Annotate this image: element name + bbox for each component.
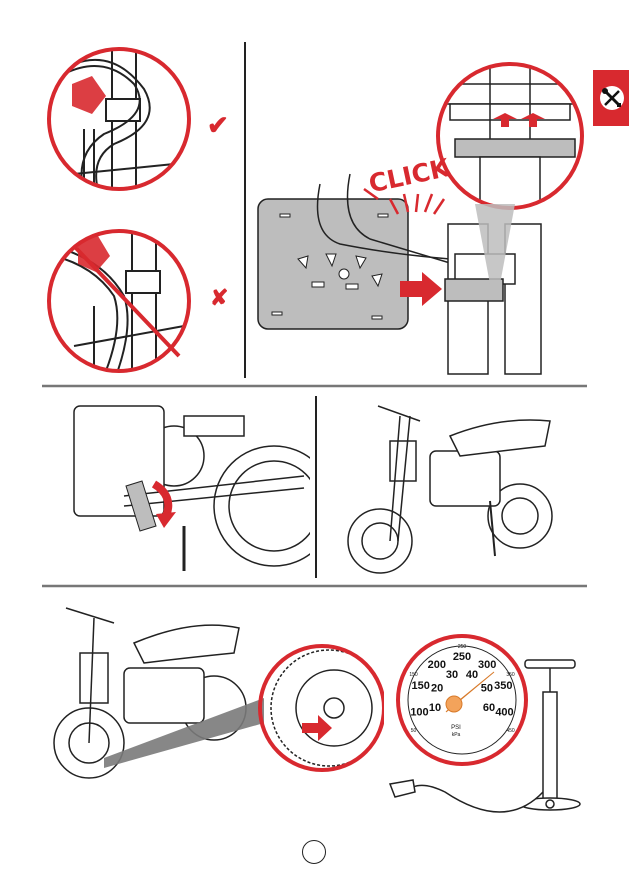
wrench-screwdriver-icon [600,86,624,110]
gauge-kpa-value-0: 10 [429,702,441,714]
gauge-kpa-value-2: 30 [446,669,458,681]
motorbike-tyre-illustration [44,598,384,788]
gauge-kpa-value-5: 60 [483,702,495,714]
number-plate-mounting-illustration: CLICK [250,44,585,379]
gauge-small-value-3: 350 [506,672,515,678]
gauge-small-value-1: 150 [409,672,418,678]
gauge-psi-value-5: 350 [494,680,512,692]
gauge-kpa-value-4: 50 [481,682,493,694]
gauge-kpa-value-1: 20 [431,682,443,694]
wrong-cross-icon: ✘ [210,285,229,310]
gauge-small-value-4: 450 [506,728,515,734]
gauge-psi-value-0: 100 [410,706,428,718]
correct-checkmark-icon: ✔ [207,110,229,140]
section-tab [593,70,629,126]
gauge-psi-label: PSI [451,725,461,731]
pointer-arrow-icon [78,236,110,272]
gauge-psi-value-3: 250 [453,651,471,663]
rotate-arrow-icon [156,512,176,528]
kickstand-illustration [44,396,310,580]
gauge-small-value-2: 250 [458,644,467,650]
page-number [302,840,326,864]
cable-routing-wrong-illustration [44,226,194,376]
gauge-psi-value-1: 150 [412,680,430,692]
pointer-arrow-icon [72,76,106,114]
pointer-arrow-icon [302,715,332,741]
gauge-kpa-label: kPa [452,732,461,738]
motorbike-on-stand-illustration [330,396,570,580]
gauge-small-value-0: 50 [411,728,417,734]
gauge-psi-value-6: 400 [495,706,513,718]
gauge-psi-value-4: 300 [478,659,496,671]
cable-routing-correct-illustration [44,44,194,194]
gauge-psi-value-2: 200 [428,659,446,671]
tyre-pump-illustration [385,652,585,832]
gauge-kpa-value-3: 40 [466,669,478,681]
